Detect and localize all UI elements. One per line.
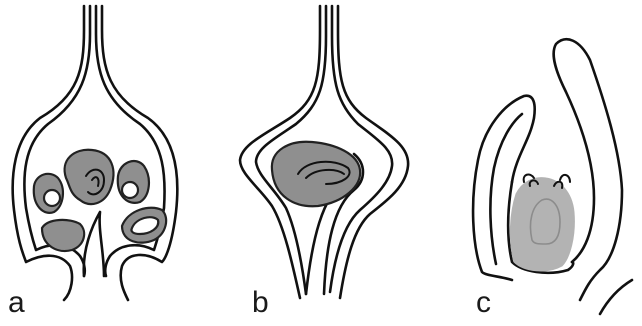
panel-c-right-lobe-inner xyxy=(600,280,632,314)
panel-c-embryo xyxy=(510,178,574,271)
panel-b-outer-wall-right xyxy=(338,6,408,298)
panel-a-placenta xyxy=(84,212,104,276)
panel-label-a: a xyxy=(8,286,25,319)
panel-a-ovule-upper-left-core xyxy=(44,190,60,206)
panel-b-drawing xyxy=(240,6,408,298)
panel-c-drawing xyxy=(473,39,632,314)
panel-a-drawing xyxy=(13,6,178,300)
panel-a-ovule-upper-right-core xyxy=(122,182,138,198)
panel-a-outer-wall-right xyxy=(102,6,177,300)
panel-label-c: c xyxy=(476,286,491,319)
panel-a-ovule-upper-center xyxy=(65,150,114,204)
panel-label-b: b xyxy=(252,286,269,319)
